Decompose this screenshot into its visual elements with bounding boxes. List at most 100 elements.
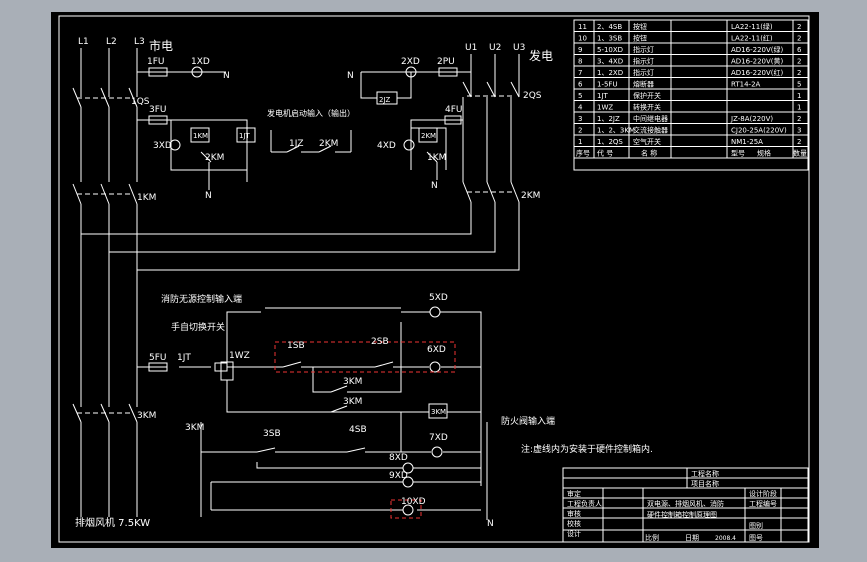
fuse-3fu bbox=[148, 115, 168, 125]
date-value: 2008.4 bbox=[715, 535, 736, 542]
parts-table-cell: 1、2、3KM bbox=[597, 127, 635, 135]
fire-valve-label: 防火阀输入端 bbox=[501, 415, 555, 427]
parts-table-cell: 2 bbox=[797, 58, 801, 66]
lamp-5xd-label: 5XD bbox=[429, 293, 448, 303]
parts-table-cell: 2 bbox=[797, 115, 801, 123]
fan-coil-branch bbox=[401, 411, 488, 430]
km-contact-label: 3KM bbox=[343, 377, 362, 387]
parts-table-cell: 1、2JZ bbox=[597, 115, 620, 123]
design-stage-label: 设计阶段 bbox=[749, 489, 777, 498]
relay-2jz-label: 2JZ bbox=[379, 96, 391, 104]
grid-phase-label: L3 bbox=[134, 37, 145, 47]
gen-supply-label: 发电 bbox=[529, 48, 553, 63]
contact-1km-nc bbox=[426, 151, 438, 163]
lamp-6xd-label: 6XD bbox=[427, 345, 446, 355]
button-1sb-label: 1SB bbox=[287, 341, 305, 351]
parts-table-cell: 1WZ bbox=[597, 104, 613, 112]
neutral-label: N bbox=[347, 71, 354, 81]
qs1-blade-3 bbox=[128, 87, 138, 108]
parts-table-cell: 3 bbox=[797, 127, 801, 135]
parts-table-cell: 6 bbox=[797, 46, 802, 54]
coil-1jt bbox=[236, 127, 256, 143]
gen-relay-loop bbox=[360, 72, 412, 99]
lamp-10xd-label: 10XD bbox=[401, 497, 426, 507]
parts-table-cell: JZ-8A(220V) bbox=[730, 115, 773, 123]
parts-table-cell: 转换开关 bbox=[633, 103, 661, 112]
coil-3km bbox=[428, 403, 448, 419]
fan-fire-input-loop bbox=[226, 307, 401, 362]
lamp-4xd bbox=[403, 139, 415, 151]
coil-1jt-label: 1JT bbox=[239, 132, 251, 140]
km1-contact-3 bbox=[128, 183, 138, 205]
parts-table-header: 型号 bbox=[731, 149, 745, 158]
grid-phase-label: L1 bbox=[78, 37, 89, 47]
lamp-2xd-label: 2XD bbox=[401, 57, 420, 67]
fuse-5fu bbox=[148, 362, 168, 372]
manual-switch-label: 手自切换开关 bbox=[171, 321, 225, 333]
parts-table-cell: 指示灯 bbox=[633, 68, 654, 77]
fuse-1fu-label: 1FU bbox=[147, 57, 165, 67]
gen-bus-1 bbox=[81, 202, 472, 235]
fuse-2pu-label: 2PU bbox=[437, 57, 455, 67]
gen-start-title: 发电机启动输入（输出） bbox=[267, 108, 355, 118]
parts-table-cell: 6 bbox=[578, 81, 583, 89]
gen-phase-label: U3 bbox=[513, 43, 525, 53]
coil-3km-label: 3KM bbox=[431, 408, 446, 416]
contactor-2km-label: 2KM bbox=[521, 191, 540, 201]
parts-table-cell: 空气开关 bbox=[633, 137, 661, 146]
button-1sb bbox=[282, 361, 302, 368]
project-name-label: 工程名称 bbox=[691, 469, 719, 478]
fan-label: 排烟风机 7.5KW bbox=[75, 516, 150, 529]
parts-table-cell: 2 bbox=[797, 35, 801, 43]
fan-manual-branch bbox=[226, 380, 401, 413]
contact-1km-label: 1KM bbox=[427, 153, 446, 163]
title-role-label: 设计 bbox=[567, 529, 581, 538]
parts-table-header: 序号 bbox=[576, 149, 590, 158]
lamp-7xd-label: 7XD bbox=[429, 433, 448, 443]
parts-table-cell: 按钮 bbox=[633, 34, 647, 43]
parts-table-cell: 2 bbox=[578, 127, 582, 135]
coil-2km bbox=[418, 127, 438, 143]
switch-2qs-label: 2QS bbox=[523, 91, 542, 101]
item-name-label: 项目名称 bbox=[691, 479, 719, 488]
gen-phase-label: U1 bbox=[465, 43, 477, 53]
parts-table-cell: 保护开关 bbox=[633, 91, 661, 100]
parts-table-cell: 按钮 bbox=[633, 22, 647, 31]
button-4sb-label: 4SB bbox=[349, 425, 367, 435]
lamp-10xd bbox=[402, 504, 414, 516]
parts-table-cell: 5 bbox=[578, 92, 582, 100]
fuse-4fu bbox=[444, 115, 462, 125]
parts-table-cell: 11 bbox=[578, 23, 587, 31]
parts-table-cell: LA22-11(红) bbox=[731, 34, 773, 43]
sheet-no-label: 图别 bbox=[749, 521, 763, 530]
parts-table-cell: 1、2XD bbox=[597, 69, 623, 77]
title-role-label: 审核 bbox=[567, 509, 581, 518]
fuse-5fu-label: 5FU bbox=[149, 353, 167, 363]
parts-table-cell: AD16-220V(绿) bbox=[731, 45, 783, 54]
parts-table-cell: 8 bbox=[578, 58, 582, 66]
switch-1wz-label: 1WZ bbox=[229, 351, 250, 361]
parts-table-cell: 3 bbox=[578, 115, 582, 123]
parts-table-cell: 指示灯 bbox=[633, 57, 654, 66]
fuse-3fu-label: 3FU bbox=[149, 105, 167, 115]
title-role-label: 审定 bbox=[567, 489, 581, 498]
coil-2km-label: 2KM bbox=[421, 132, 436, 140]
contact-3km-hold bbox=[330, 385, 348, 393]
lamp-4xd-label: 4XD bbox=[377, 141, 396, 151]
parts-table-cell: 5 bbox=[797, 81, 801, 89]
parts-table-cell: 1 bbox=[797, 104, 801, 112]
fan-hold-branch bbox=[312, 322, 402, 393]
fan-lamp5-line bbox=[401, 311, 482, 486]
fan-stop-branch bbox=[200, 412, 402, 453]
lamp-6xd bbox=[429, 361, 441, 373]
switch-1qs-label: 1QS bbox=[131, 97, 150, 107]
lamp-3xd bbox=[169, 139, 181, 151]
parts-table-cell: 2 bbox=[797, 69, 801, 77]
fire-input-label: 消防无源控制输入端 bbox=[161, 293, 242, 305]
parts-table-cell: AD16-220V(黄) bbox=[731, 57, 783, 66]
button-3sb-label: 3SB bbox=[263, 429, 281, 439]
fan-lamp8-line bbox=[256, 462, 481, 469]
contact-3km-manual bbox=[330, 405, 348, 413]
note-label: 注:虚线内为安装于硬件控制箱内. bbox=[521, 443, 653, 455]
gen-start-2km: 2KM bbox=[319, 139, 338, 149]
